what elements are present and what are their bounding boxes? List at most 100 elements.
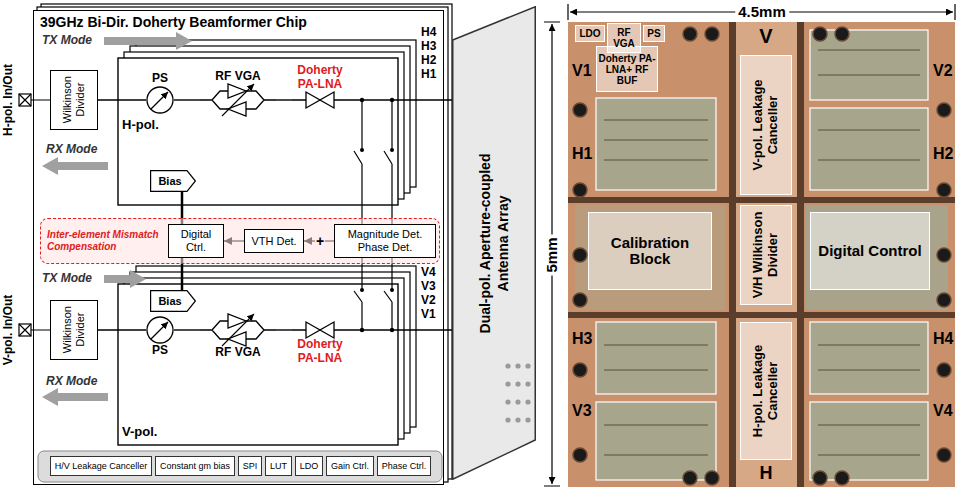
die-pad (705, 471, 719, 485)
die-block: Calibration Block (588, 212, 712, 290)
node-text: Constant gm bias (160, 461, 230, 471)
support-block: H/V Leakage Canceller (50, 456, 152, 476)
die-circuit (575, 205, 725, 310)
channel-frame (118, 58, 398, 205)
die-channel-label: V1 (572, 62, 592, 80)
antenna-dot (515, 363, 520, 368)
sum-sign: + (315, 233, 325, 249)
tx-arrow (104, 32, 192, 50)
control-box: Digital Ctrl. (168, 224, 224, 257)
node-text: Gain Ctrl. (331, 461, 369, 471)
channel-label: H2 (421, 54, 436, 68)
node-text: Bias (158, 295, 181, 307)
node-text: RF VGA (215, 346, 260, 360)
dimension-label: 4.5mm (735, 3, 789, 20)
switch-contact (390, 288, 394, 292)
die-channel-label: H3 (572, 330, 592, 348)
node-text: SPI (243, 461, 258, 471)
pa-lna-symbol (320, 92, 334, 108)
antenna-dot (515, 399, 520, 404)
antenna-dot (505, 381, 510, 386)
signal-connector (348, 99, 452, 100)
die-pad (573, 248, 587, 262)
die-channel (568, 197, 955, 203)
die-pad (937, 183, 951, 197)
die-pads (573, 27, 951, 485)
channel-label: V4 (421, 266, 436, 280)
amplifier-symbol (228, 332, 246, 346)
bias-shape (151, 291, 196, 312)
support-band (38, 451, 442, 482)
die-channel (797, 22, 804, 487)
node-text: Bias (158, 175, 181, 187)
rx-arrow (42, 388, 108, 406)
support-block: LDO (295, 456, 323, 476)
mode-label: RX Mode (46, 375, 97, 389)
support-block: SPI (238, 456, 262, 476)
antenna-dots (505, 363, 530, 422)
die-block: V-pol. Leakage Canceller (740, 55, 792, 195)
die-pad (937, 293, 951, 307)
amplifier-symbol (228, 84, 246, 98)
mode-label: RX Mode (46, 143, 97, 157)
die-circuit (810, 30, 928, 100)
die-pad (573, 448, 587, 462)
die-channel (729, 22, 736, 487)
die-pad (573, 293, 587, 307)
bias-block: Bias (150, 170, 196, 192)
divider-box: Wilkinson Divider (50, 70, 98, 130)
pa-lna-wire (292, 100, 348, 330)
chip-frame: 39GHz Bi-Dir. Doherty Beamformer ChipWil… (33, 10, 444, 485)
vga-block: RF VGA (200, 70, 276, 116)
switch-contact (360, 148, 364, 152)
die-channel (568, 312, 955, 318)
variable-arrow (222, 314, 254, 346)
port-label: H-pol. In/Out (2, 64, 16, 136)
die-pad (573, 103, 587, 117)
node-text: Doherty PA-LNA+ RF BUF (598, 53, 656, 86)
node-text: 39GHz Bi-Dir. Doherty Beamformer Chip (40, 14, 443, 30)
die-pad (813, 471, 827, 485)
antenna-panel: Dual-pol. Aperture-coupled Antenna Array (452, 6, 536, 480)
antenna-dot (505, 399, 510, 404)
die-circuit (810, 322, 928, 394)
pa-lna-symbol (320, 322, 334, 338)
symbol-slot (292, 322, 348, 338)
phase-shifter-arrow (151, 92, 168, 109)
die-pad (835, 27, 849, 41)
die-circuit (596, 322, 716, 394)
mode-label: TX Mode (42, 272, 92, 286)
signal-connector (98, 329, 146, 330)
channel-label: H1 (421, 68, 436, 82)
switch-contact (360, 288, 364, 292)
die-circuit (806, 205, 948, 310)
dimension-tick (568, 4, 955, 20)
polarization-label: H-pol. (122, 118, 159, 133)
node-text: Inter-element Mismatch Compensation (47, 229, 165, 253)
die-channel-label: H4 (933, 330, 953, 348)
symbol-slot (146, 86, 174, 114)
port-wire (19, 94, 50, 106)
tx-arrow (104, 270, 146, 288)
antenna-dot (505, 363, 510, 368)
symbol-slot (292, 92, 348, 108)
pa-lna-symbol (306, 322, 320, 338)
bias-block: Bias (150, 290, 196, 312)
symbol-slot (200, 314, 276, 346)
node-text: LDO (300, 461, 319, 471)
rx-arrow (42, 157, 108, 175)
port-label: V-pol. In/Out (2, 295, 16, 366)
channel-label: V3 (421, 280, 436, 294)
die-pad (813, 27, 827, 41)
die-pad (683, 471, 697, 485)
node-text: Calibration Block (590, 235, 710, 268)
coupler-switch-wire (354, 100, 392, 224)
node-text: H/V Leakage Canceller (55, 461, 148, 471)
antenna-dot (525, 399, 530, 404)
channel-frame (118, 284, 398, 445)
chip-frame-fill (33, 10, 444, 485)
antenna-dot (515, 417, 520, 422)
node-text: V-pol. Leakage Canceller (751, 60, 781, 190)
signal-connector (174, 329, 200, 330)
